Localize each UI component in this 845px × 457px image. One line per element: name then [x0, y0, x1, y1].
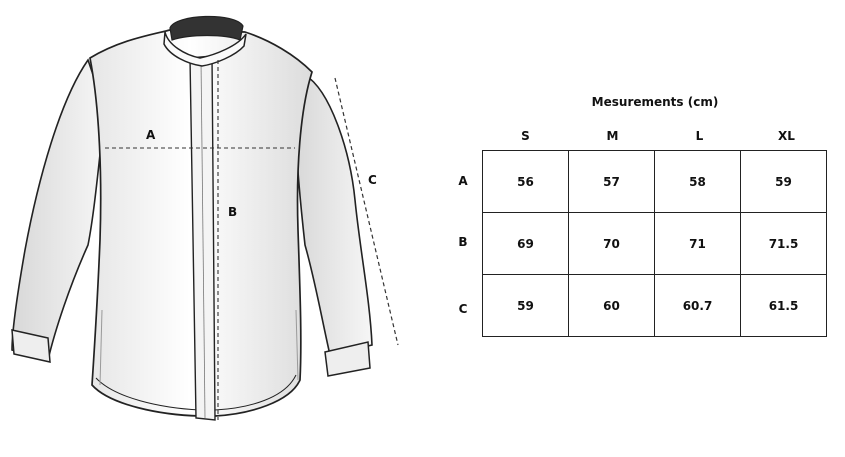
- table-row: 59 60 60.7 61.5: [482, 274, 827, 337]
- measure-c-line: [334, 77, 399, 346]
- table-title: Mesurements (cm): [591, 95, 719, 109]
- table-cell: 59: [482, 274, 569, 337]
- table-cell: 69: [482, 212, 569, 275]
- column-header-s: S: [521, 129, 530, 143]
- left-sleeve: [11, 58, 106, 361]
- table-row: 69 70 71 71.5: [482, 212, 827, 275]
- measure-b-label: B: [228, 205, 238, 219]
- right-cuff: [324, 341, 371, 377]
- table-cell: 71.5: [740, 212, 827, 275]
- table-cell: 60.7: [654, 274, 741, 337]
- column-header-l: L: [695, 129, 704, 143]
- left-cuff: [11, 329, 51, 363]
- table-cell: 61.5: [740, 274, 827, 337]
- table-cell: 70: [568, 212, 655, 275]
- row-header-a: A: [458, 174, 468, 188]
- row-header-c: C: [458, 302, 468, 316]
- table-cell: 58: [654, 150, 741, 213]
- table-cell: 57: [568, 150, 655, 213]
- table-cell: 56: [482, 150, 569, 213]
- table-cell: 71: [654, 212, 741, 275]
- collar: [163, 31, 247, 67]
- table-row: 56 57 58 59: [482, 150, 827, 213]
- measure-a-label: A: [146, 128, 156, 142]
- column-header-m: M: [606, 129, 619, 143]
- shirt-illustration: [11, 15, 399, 421]
- collar-inner: [169, 15, 244, 41]
- table-cell: 59: [740, 150, 827, 213]
- measure-c-label: C: [368, 173, 377, 187]
- column-header-xl: XL: [778, 129, 795, 143]
- size-table: 56 57 58 59 69 70 71 71.5 59 60 60.7 61.…: [482, 150, 827, 337]
- right-sleeve: [294, 73, 373, 356]
- row-header-b: B: [458, 235, 468, 249]
- table-cell: 60: [568, 274, 655, 337]
